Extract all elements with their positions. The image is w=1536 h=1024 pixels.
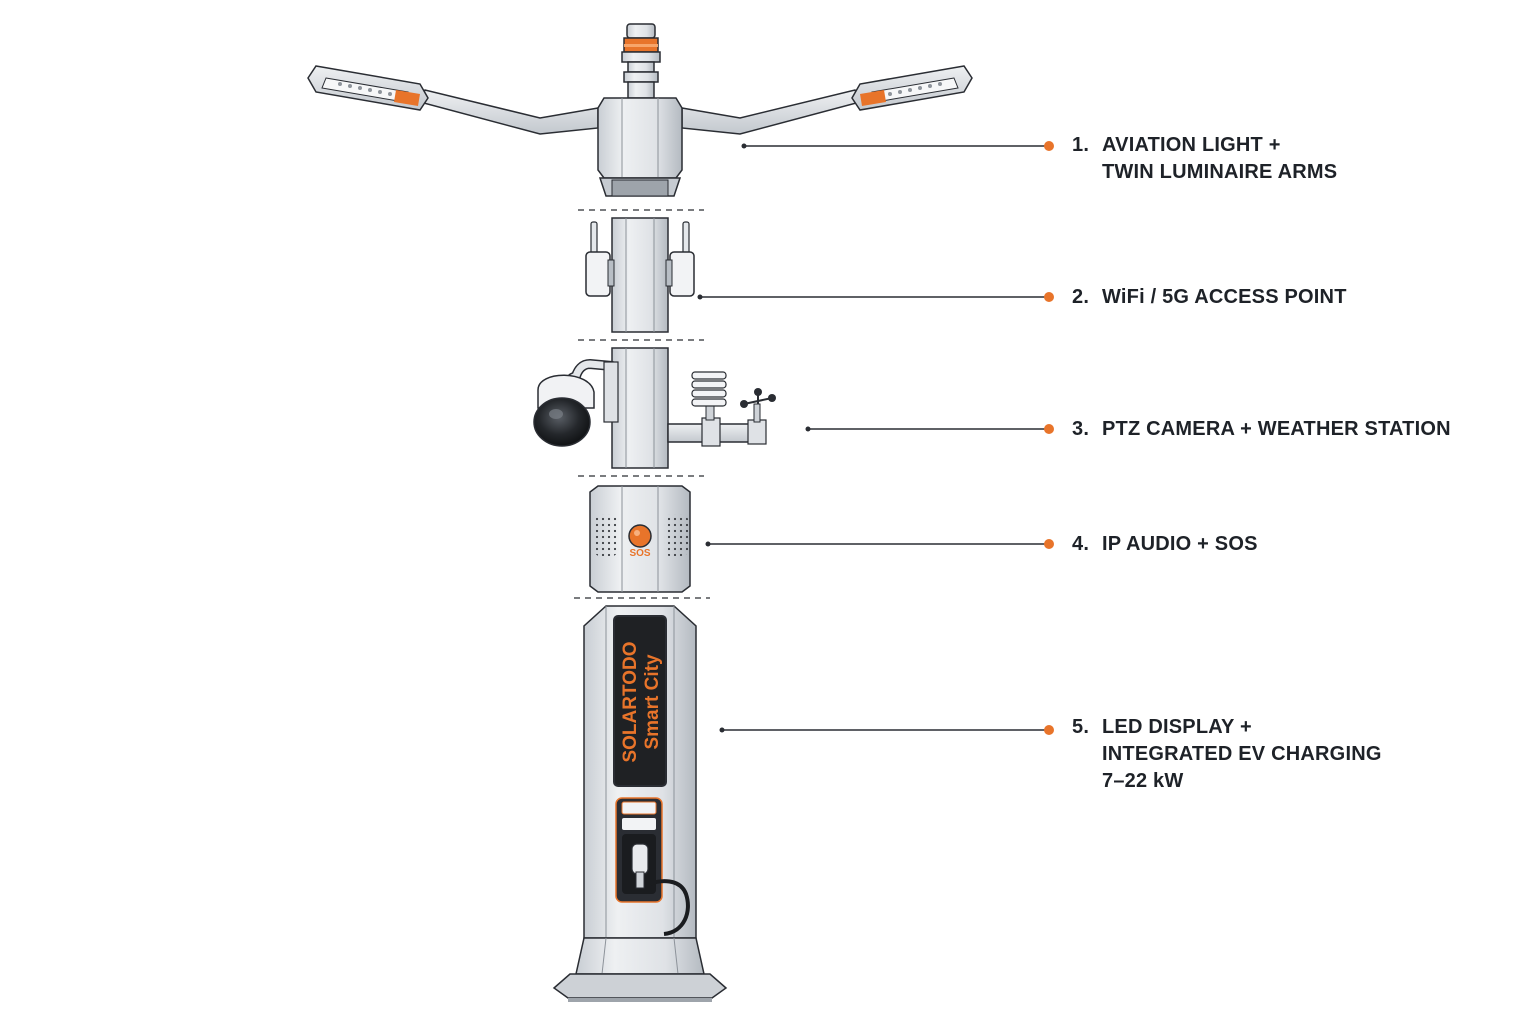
callout-text: WiFi / 5G ACCESS POINT: [1102, 286, 1347, 308]
antenna-icon: [585, 221, 615, 297]
callout-ip-audio-sos: 4. IP AUDIO + SOS: [1072, 531, 1258, 558]
callout-dot-5: [1044, 725, 1054, 735]
callout-text: PTZ CAMERA + WEATHER STATION: [1102, 418, 1451, 440]
callout-ptz-weather: 3. PTZ CAMERA + WEATHER STATION: [1072, 416, 1451, 443]
callout-led-ev: 5. LED DISPLAY + INTEGRATED EV CHARGING …: [1072, 714, 1382, 795]
aviation-light-icon: [621, 23, 661, 99]
callout-text: AVIATION LIGHT + TWIN LUMINAIRE ARMS: [1102, 134, 1338, 183]
callout-number: 2.: [1072, 286, 1090, 308]
display-line-2: Smart City: [642, 654, 663, 749]
callout-dot-3: [1044, 424, 1054, 434]
callout-wifi-5g: 2. WiFi / 5G ACCESS POINT: [1072, 284, 1347, 311]
callout-dot-2: [1044, 292, 1054, 302]
sos-button-icon: [628, 524, 652, 548]
ptz-camera-icon: [533, 358, 619, 447]
speaker-icon: [594, 514, 618, 556]
callout-text: IP AUDIO + SOS: [1102, 533, 1258, 555]
weather-station-icon: [667, 371, 776, 447]
sos-label: SOS: [629, 548, 650, 559]
display-line-1: SOLARTODO: [620, 641, 641, 762]
speaker-icon: [664, 514, 688, 556]
callout-dot-4: [1044, 539, 1054, 549]
luminaire-icon: [307, 65, 599, 135]
callout-number: 4.: [1072, 533, 1090, 555]
callout-aviation-light: 1. AVIATION LIGHT + TWIN LUMINAIRE ARMS: [1072, 132, 1337, 186]
callout-dot-1: [1044, 141, 1054, 151]
callout-text: LED DISPLAY + INTEGRATED EV CHARGING 7–2…: [1102, 716, 1382, 792]
ev-charger-icon: [615, 797, 690, 936]
callout-number: 5.: [1072, 716, 1090, 738]
callout-number: 1.: [1072, 134, 1090, 156]
luminaire-icon: [681, 65, 973, 135]
callout-number: 3.: [1072, 418, 1090, 440]
antenna-icon: [665, 221, 695, 297]
